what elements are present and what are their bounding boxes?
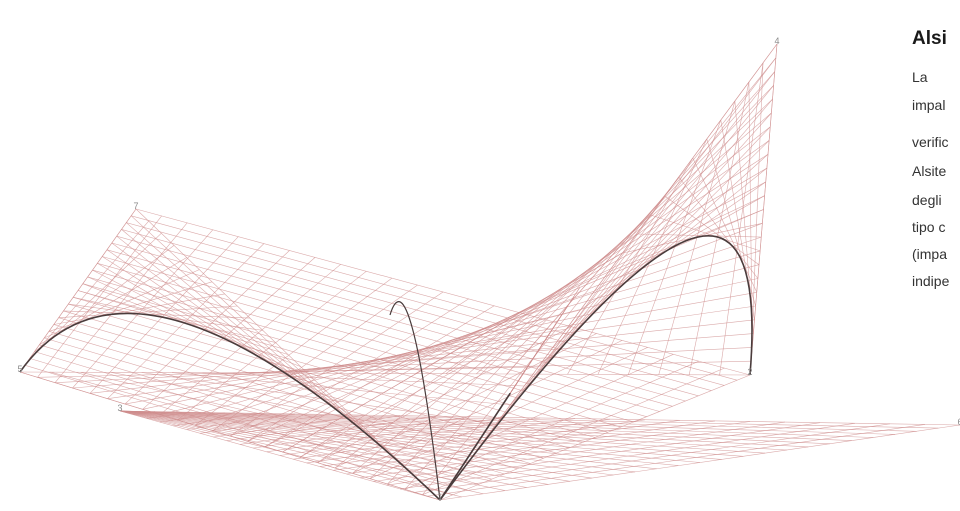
right-sheet-ruling (54, 347, 753, 383)
sidebar-line: La (912, 69, 928, 85)
right-sheet-ruling (19, 371, 751, 376)
left-sheet-ruling (121, 229, 712, 391)
base-sheet-ruling (426, 424, 926, 497)
inner-arc-curve (389, 301, 441, 501)
left-parabola-ruling (135, 208, 441, 501)
sidebar-text-panel: Alsi La impal verific Alsite degli tipo … (912, 0, 960, 511)
base-sheet-ruling (119, 410, 441, 501)
right-parabola-curve (439, 235, 753, 501)
point-label-2: 2 (747, 367, 752, 377)
center-arc-curve (439, 393, 511, 501)
right-sheet-ruling (597, 138, 708, 375)
sidebar-line: impal (912, 97, 946, 113)
right-parabola-ruling (750, 62, 764, 362)
right-sheet-ruling (536, 176, 679, 375)
point-label-5: 5 (17, 364, 22, 374)
left-sheet-ruling (404, 360, 699, 490)
left-sheet-ruling (439, 374, 751, 501)
sidebar-line: verific (912, 134, 949, 150)
right-sheet-ruling (124, 292, 757, 405)
left-sheet-ruling (92, 269, 634, 423)
left-sheet-ruling (126, 222, 725, 386)
point-label-3: 3 (117, 403, 122, 413)
boundary-curves (19, 235, 753, 501)
right-sheet-ruling (72, 333, 754, 389)
right-parabola-ruling (650, 214, 761, 252)
sidebar-line: Alsite (912, 163, 947, 179)
base-sheet-ruling (399, 423, 856, 490)
left-sheet-ruling (116, 235, 699, 397)
right-parabola-ruling (664, 195, 760, 265)
right-sheet-ruling (89, 319, 755, 394)
sidebar-line: degli (912, 192, 942, 208)
point-label-1: 1 (437, 492, 442, 502)
sidebar-line: (impa (912, 246, 948, 262)
left-sheet-ruling (369, 347, 648, 479)
left-parabola-ruling (97, 263, 339, 404)
ruled-surface-grid (19, 43, 960, 501)
right-sheet-ruling (719, 62, 764, 375)
base-sheet-ruling (119, 410, 484, 495)
point-labels: 1 2 3 4 5 6 7 (17, 36, 960, 502)
base-sheet-ruling (413, 423, 891, 493)
right-sheet-ruling (37, 360, 752, 378)
sidebar-title: Alsi (912, 28, 947, 49)
left-parabola-curve (19, 312, 441, 501)
sidebar-line: indipe (912, 273, 950, 289)
base-sheet-ruling (119, 410, 527, 488)
base-sheet-ruling (119, 410, 462, 498)
right-parabola-ruling (749, 43, 778, 376)
sidebar-line: tipo c (912, 219, 946, 235)
point-label-7: 7 (133, 201, 138, 211)
point-label-4: 4 (774, 36, 779, 46)
point-label-6: 6 (957, 417, 960, 427)
left-sheet-ruling (87, 276, 621, 428)
left-sheet-ruling (135, 208, 751, 376)
left-sheet-ruling (422, 367, 725, 495)
right-sheet-ruling (506, 195, 665, 375)
left-parabola-ruling (130, 215, 428, 489)
base-sheet-ruling (439, 424, 960, 501)
